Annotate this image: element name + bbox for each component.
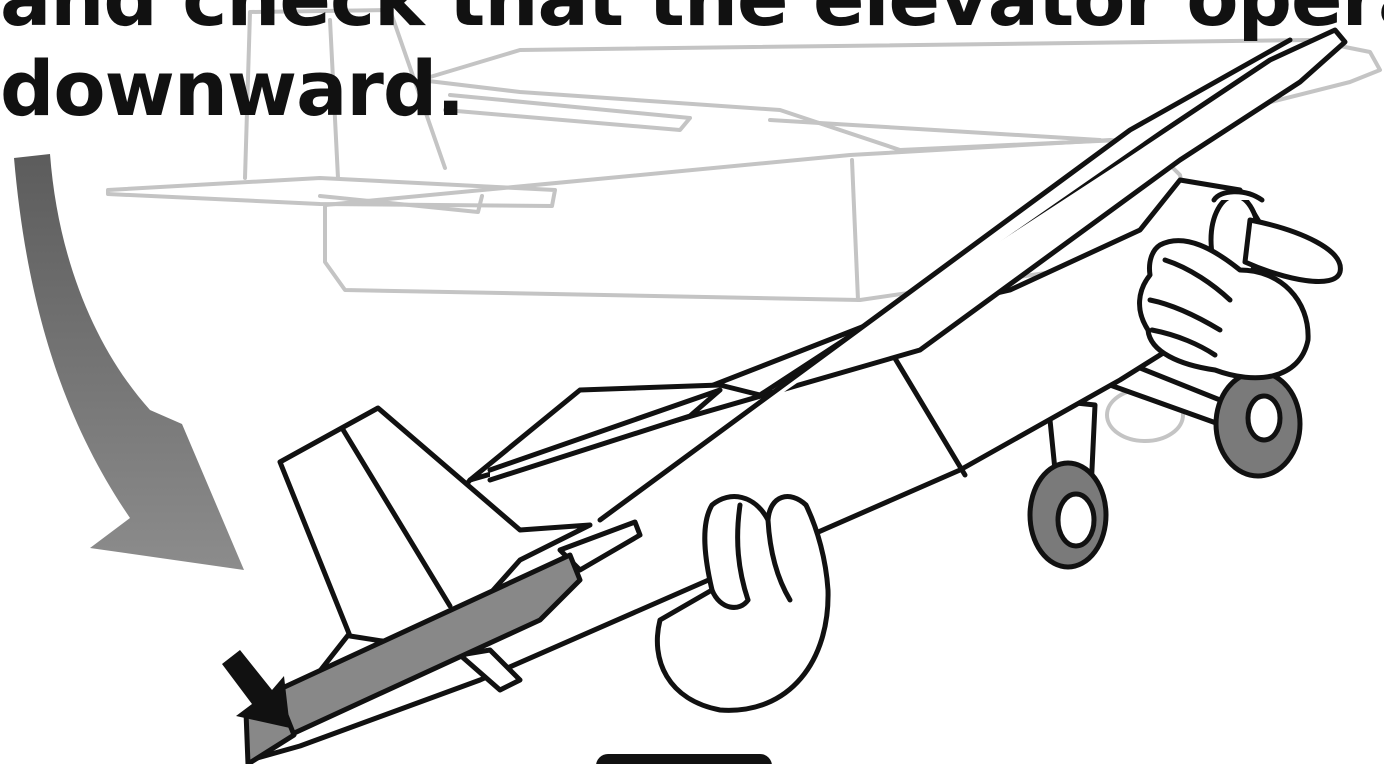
instruction-line-2: downward. [0, 44, 1384, 134]
instruction-text: and check that the elevator operates dow… [0, 0, 1384, 134]
bottom-button[interactable] [596, 754, 772, 764]
instruction-line-1: and check that the elevator operates [0, 0, 1384, 44]
curved-arrow-icon [14, 154, 244, 570]
down-arrow-icon [222, 650, 290, 728]
